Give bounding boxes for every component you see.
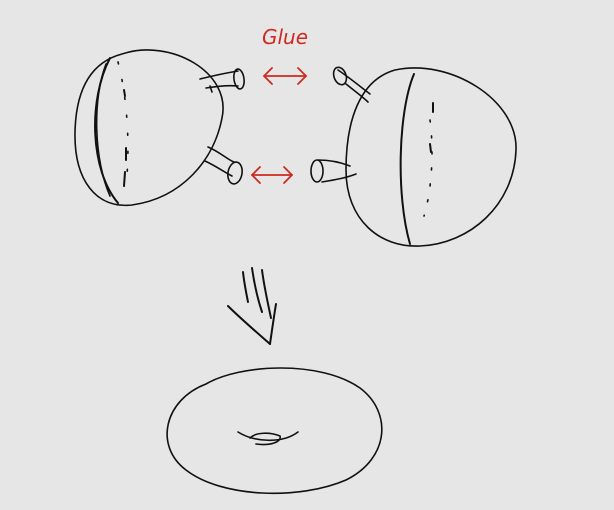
glue-annotation: Glue	[251, 25, 308, 184]
left-sphere	[74, 49, 224, 207]
implies-down-arrow	[227, 267, 277, 345]
right-upper-tube	[332, 66, 371, 103]
torus-hole-upper	[237, 431, 299, 442]
right-sphere-outline	[345, 67, 517, 247]
left-sphere-equator-front	[94, 57, 119, 204]
tube-opening	[310, 159, 324, 183]
dash-mark	[123, 89, 126, 97]
tube-opening	[227, 161, 243, 185]
upper-double-arrow	[263, 67, 307, 85]
right-sphere-equator-hidden	[423, 119, 433, 217]
left-sphere-equator-front-inner	[95, 63, 111, 197]
left-sphere-equator-hidden	[117, 61, 129, 187]
right-sphere	[345, 67, 517, 247]
right-sphere-equator-front	[399, 73, 415, 245]
glue-label: Glue	[262, 25, 308, 49]
lower-double-arrow	[251, 166, 293, 184]
dash-mark	[123, 171, 126, 187]
torus	[166, 367, 383, 495]
torus-hole-lower	[249, 432, 281, 446]
tube-opening	[233, 68, 245, 90]
torus-outline	[166, 367, 383, 495]
left-sphere-outline	[74, 49, 224, 207]
dash-mark	[429, 143, 432, 153]
right-lower-tube	[310, 159, 357, 183]
left-lower-tube	[204, 146, 243, 185]
tube-opening	[332, 66, 348, 86]
left-upper-tube	[199, 68, 245, 93]
